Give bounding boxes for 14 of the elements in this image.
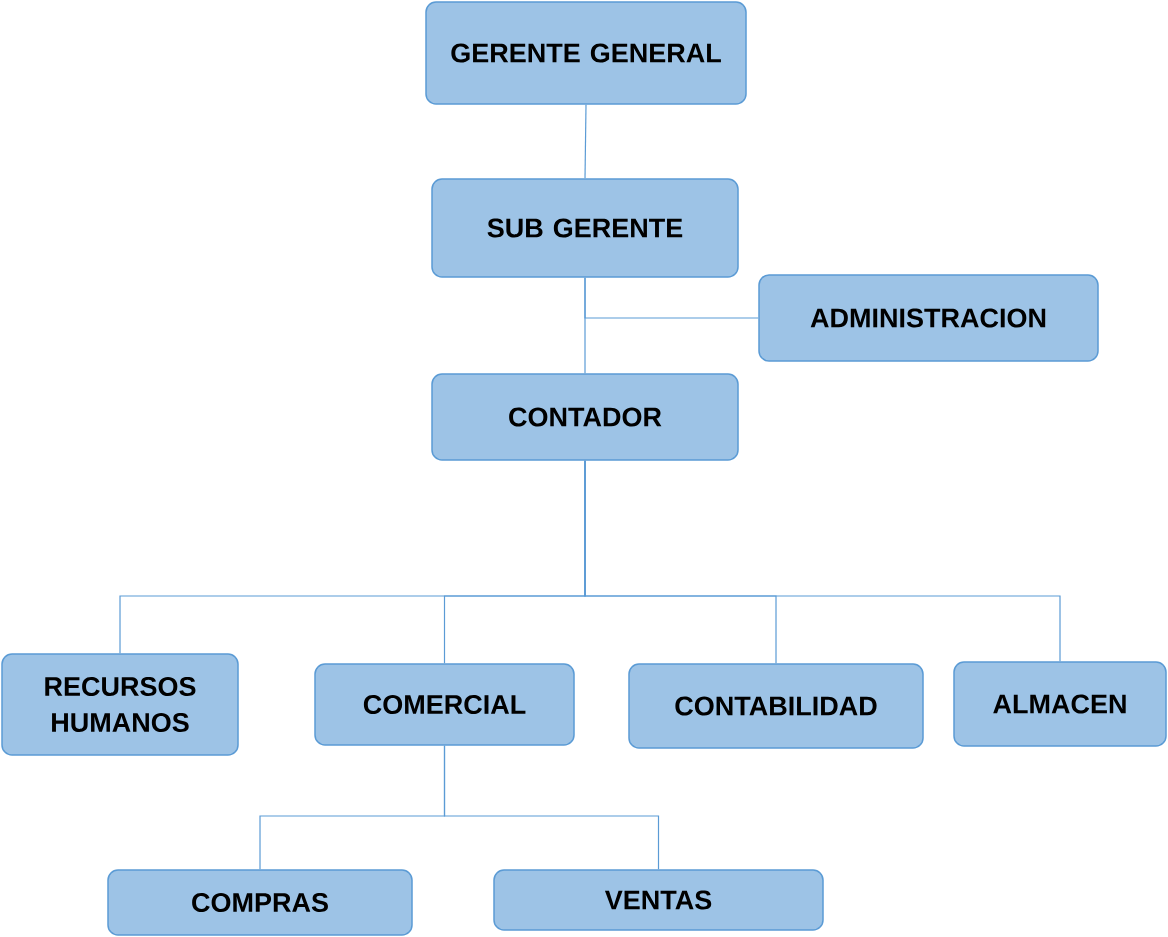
org-box: CONTABILIDAD	[628, 663, 924, 749]
org-box: COMERCIAL	[314, 663, 575, 746]
org-box: VENTAS	[493, 869, 824, 931]
org-box: ADMINISTRACION	[758, 274, 1099, 362]
connector-line	[443, 745, 660, 870]
connector-line	[584, 277, 759, 319]
org-box: ALMACEN	[953, 661, 1167, 747]
connector-line	[584, 460, 1061, 662]
org-box: SUB GERENTE	[431, 178, 739, 278]
connector-line	[584, 104, 587, 179]
org-box: CONTADOR	[431, 373, 739, 461]
org-box: RECURSOS HUMANOS	[1, 653, 239, 756]
org-box: COMPRAS	[107, 869, 413, 936]
org-box: GERENTE GENERAL	[425, 1, 747, 105]
